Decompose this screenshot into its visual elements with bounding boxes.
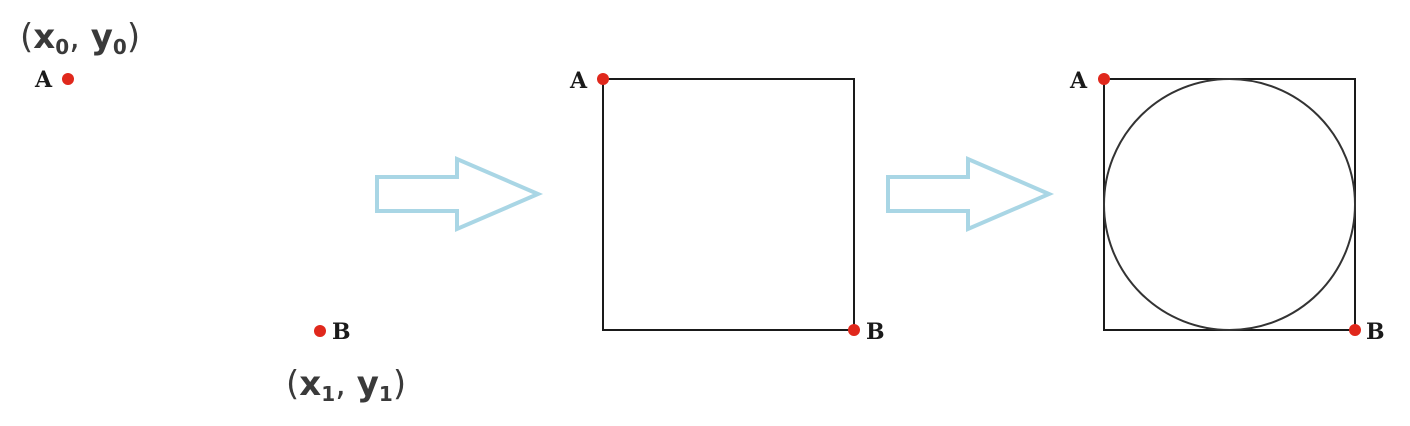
bounding-square xyxy=(1103,78,1356,331)
point-a-label: A xyxy=(34,67,53,93)
square-point-b-dot xyxy=(848,324,860,336)
panel-points: (x0, y0) A B (x1, y1) xyxy=(20,17,406,406)
point-a-dot xyxy=(62,73,74,85)
point-b-dot xyxy=(314,325,326,337)
right-arrow-icon xyxy=(375,155,544,233)
coord-label-b: (x1, y1) xyxy=(286,364,406,406)
square-point-b-label: B xyxy=(866,319,885,345)
right-arrow-icon xyxy=(886,155,1055,233)
coord-label-a: (x0, y0) xyxy=(20,17,140,59)
bounding-square xyxy=(602,78,855,331)
circle-point-b-label: B xyxy=(1366,319,1385,345)
circle-point-b-dot xyxy=(1349,324,1361,336)
circle-point-a-label: A xyxy=(1069,68,1088,94)
circle-point-a-dot xyxy=(1098,73,1110,85)
point-b-label: B xyxy=(332,319,351,345)
inscribed-circle xyxy=(1103,78,1356,331)
panel-circle: A B xyxy=(1069,68,1385,345)
square-point-a-dot xyxy=(597,73,609,85)
square-point-a-label: A xyxy=(569,68,588,94)
panel-square: A B xyxy=(569,68,885,345)
